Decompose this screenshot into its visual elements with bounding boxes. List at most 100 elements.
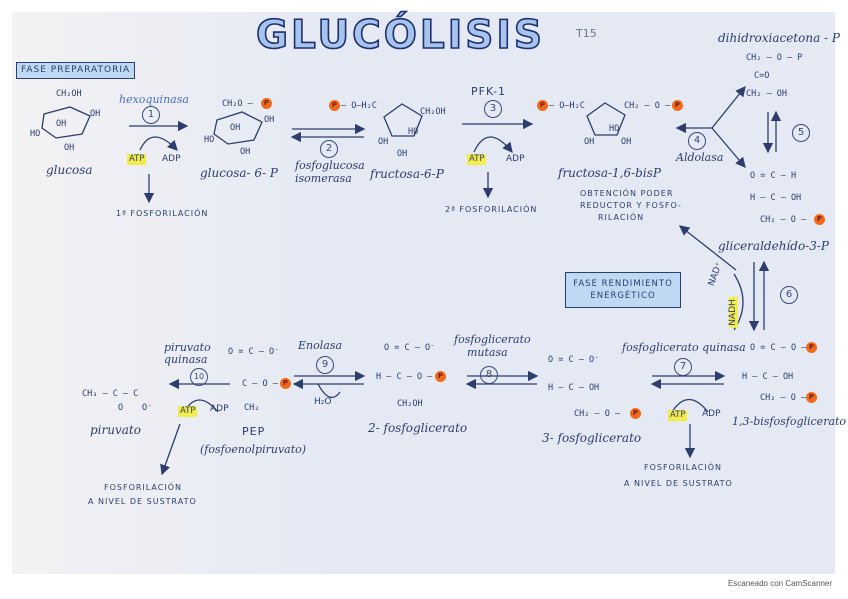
fbp-oh2: OH [621,137,632,147]
g6p-oh1: OH [230,123,241,133]
step3-number: 3 [484,100,502,118]
glucosa-oh1: OH [56,119,67,129]
pep-phosphate-icon: P [280,378,291,389]
pyr-line3: O⁻ [142,403,153,413]
g6p-ring-shape [213,111,263,145]
enzyme-piruvato-quinasa-1: piruvato [164,341,211,354]
f6p-ring-shape [383,103,423,137]
enzyme-enolasa: Enolasa [298,339,343,352]
step9-water-curve [317,383,341,399]
arrows-layer [41,85,782,476]
pep-label: PEP [242,425,266,438]
fbp-phosphate-icon-left: P [537,100,548,111]
g6p-phosphate-icon: P [261,98,272,109]
f6p-ho: HO [408,127,419,137]
phase2-label-box [565,272,681,308]
enzyme-isomerasa: isomerasa [295,172,352,185]
step9-number: 9 [316,356,334,374]
pg3-line1: O = C – O⁻ [548,355,600,365]
enzyme-fosfoglicerato-mutasa-2: mutasa [467,346,508,359]
reducing-power-arrow [678,225,737,271]
enzyme-fosfoglucosa: fosfoglucosa [295,159,365,172]
pyr-line2: O [118,403,124,413]
pg3-phosphate-icon: P [630,408,641,419]
glucosa-ring-shape [41,106,91,139]
g6p-oh2: OH [264,115,275,125]
note-reducing-3: RILACIÓN [598,213,645,222]
step4-dhap-arrow [711,85,746,129]
g6p-oh4: OH [240,147,251,157]
pep-line2: C – O – [242,379,278,389]
step7-atp: ATP [668,410,688,421]
step10-number: 10 [190,368,208,386]
fbp-oh1: OH [584,137,595,147]
fbp-ring-shape [586,102,626,136]
bpg-line1: O = C – O – [750,343,807,353]
note-substrate-level-left-2: A NIVEL DE SUSTRATO [88,497,197,506]
step10-down-arrow [160,423,181,476]
step4-number: 4 [688,132,706,150]
step1-atp: ATP [127,154,147,165]
gap-phosphate-icon: P [814,214,825,225]
note-substrate-level-right-1: FOSFORILACIÓN [644,463,722,472]
dhap-line3: CH₂ – OH [746,89,787,99]
note-reducing-1: OBTENCIÓN PODER [580,189,674,198]
bpg-line2: H – C – OH [742,372,794,382]
step7-number: 7 [674,358,692,376]
f6p-phosphate-icon: P [329,100,340,111]
step5-number: 5 [792,124,810,142]
step3-adp: ADP [506,154,525,164]
note-substrate-level-left-1: FOSFORILACIÓN [104,483,182,492]
glucosa-oh2: HO [30,129,41,139]
glucosa-ch2oh: CH₂OH [56,89,82,99]
fbp-ho: HO [609,124,620,134]
bpg-line3: CH₂ – O – [760,393,807,403]
bpg-phosphate-icon-2: P [806,392,817,403]
f6p-label: fructosa-6-P [370,167,444,181]
dhap-label: dihidroxiacetona - P [718,31,840,45]
enzyme-piruvato-quinasa-2: quinasa [164,353,208,366]
glucosa-oh4: OH [64,143,75,153]
page-title: GLUCÓLISIS [255,13,545,58]
pep-full-label: (fosfoenolpiruvato) [200,443,307,456]
gap-line3: CH₂ – O – [760,215,807,225]
f6p-oh2: OH [397,149,408,159]
gap-label: gliceraldehído-3-P [718,239,829,253]
f6p-oh1: OH [378,137,389,147]
step3-atp-curve [473,136,513,154]
step7-adp: ADP [702,409,721,419]
step1-adp: ADP [162,154,181,164]
step8-number: 8 [480,366,498,384]
note-reducing-2: REDUCTOR Y FOSFO- [580,201,682,210]
enzyme-hexoquinasa: hexoquinasa [119,93,189,106]
gap-line1: O = C – H [750,171,797,181]
f6p-left: – O–H₂C [341,101,377,111]
notebook-sheet: GLUCÓLISIS T15 FASE PREPARATORIA FASE RE… [12,12,846,574]
phase2-label: FASE RENDIMIENTO ENERGÉTICO [573,279,673,301]
step10-atp: ATP [178,406,198,417]
pg2-phosphate-icon: P [435,371,446,382]
step3-atp: ATP [467,154,487,165]
dhap-line2: C=O [754,71,770,81]
f6p-right: CH₂OH [420,107,446,117]
fbp-left: – O–H₂C [549,101,585,111]
step10-adp: ADP [210,404,229,414]
gap-line2: H – C – OH [750,193,802,203]
glucosa-oh3: OH [90,109,101,119]
enzyme-pfk1: PFK-1 [471,85,506,98]
step4-gap-arrow [711,127,746,168]
scanner-footer: Escaneado con CamScanner [727,579,832,588]
corner-note: T15 [576,27,597,40]
step6-nadh: NADH [727,297,738,328]
g6p-ch2o: CH₂O – [222,99,253,109]
pg2-line1: O = C – O⁻ [384,343,436,353]
pg3-label: 3- fosfoglicerato [542,431,642,445]
pep-line1: O = C – O⁻ [228,347,280,357]
note-second-phosphorylation: 2ª FOSFORILACIÓN [445,205,538,214]
pg2-label: 2- fosfoglicerato [368,421,468,435]
g6p-oh3: HO [204,135,215,145]
step6-number: 6 [780,286,798,304]
step7-atp-curve [671,398,709,413]
fbp-right: CH₂ – O – [624,101,671,111]
pyr-line1: CH₃ – C – C [82,389,139,399]
